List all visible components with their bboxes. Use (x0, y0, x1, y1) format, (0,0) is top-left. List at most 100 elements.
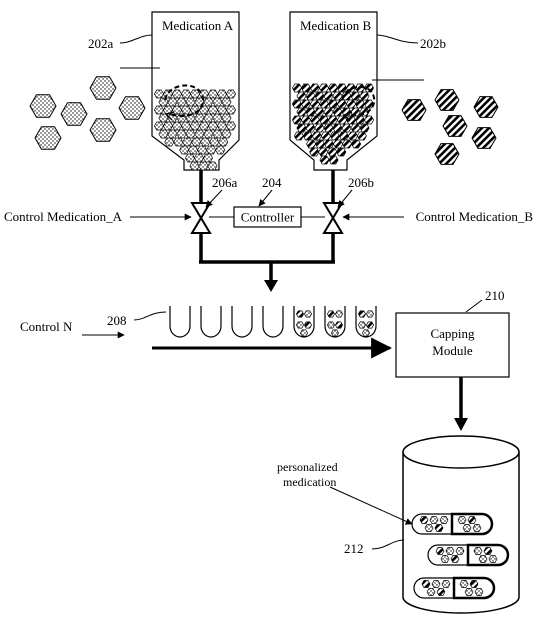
capsule-pill (299, 329, 309, 337)
pill (180, 105, 192, 115)
capping-module-ref: 210 (485, 288, 505, 303)
pill (336, 99, 348, 109)
pill (162, 121, 174, 131)
capsule-pill (330, 329, 340, 337)
hopper-b (289, 11, 378, 171)
pill (153, 89, 165, 99)
control-a-label: Control Medication_A (4, 209, 123, 224)
capsule-pill (295, 321, 305, 329)
pill (153, 105, 165, 115)
pill (314, 107, 325, 117)
pill (318, 147, 329, 157)
pill (216, 89, 228, 99)
pill (171, 105, 183, 115)
pill (158, 129, 169, 139)
personalized-label-2: medication (283, 475, 336, 489)
capsule-pill (439, 516, 449, 524)
pill (320, 131, 331, 141)
pill (327, 147, 338, 157)
valve-a-ref: 206a (212, 175, 238, 190)
pill (332, 123, 343, 133)
pill (347, 131, 358, 141)
capsule-pill (295, 310, 305, 318)
pill (300, 115, 312, 125)
pill (182, 137, 193, 147)
pill (194, 129, 205, 139)
pill (345, 115, 357, 125)
capping-module-label-1: Capping (430, 326, 475, 341)
pill (225, 89, 237, 99)
pill (342, 139, 353, 149)
capsule-pill (334, 321, 344, 329)
pill (350, 91, 361, 101)
pill (216, 121, 228, 131)
hopper-a-leader (119, 34, 153, 44)
pill (206, 145, 217, 155)
pill-a (29, 94, 57, 118)
pill (300, 99, 312, 109)
controller-ref: 204 (262, 175, 282, 190)
pill (323, 91, 334, 101)
pill (318, 99, 330, 109)
capsule-pill (429, 516, 439, 524)
capsule-pill (483, 547, 493, 555)
capsule-pill (361, 329, 371, 337)
capsule-pill (457, 516, 467, 524)
pill (324, 139, 335, 149)
pill (189, 89, 201, 99)
pill (336, 83, 348, 93)
pill (323, 123, 334, 133)
hopper-a-ref: 202a (88, 36, 114, 51)
capsule-line-ref: 208 (107, 313, 127, 328)
pill (198, 121, 210, 131)
capsule-pill (424, 524, 434, 532)
capsule-pill (365, 321, 375, 329)
hopper-a (151, 11, 240, 171)
valve-a (190, 202, 212, 234)
pill (318, 83, 330, 93)
pill (207, 121, 219, 131)
pill (318, 115, 330, 125)
pill (164, 137, 175, 147)
pill (305, 107, 316, 117)
pill (173, 137, 184, 147)
capsule-pill (440, 555, 450, 563)
capsule-pill (303, 310, 313, 318)
pill (212, 113, 223, 123)
capping-output-arrowhead (454, 418, 468, 431)
pill (333, 139, 344, 149)
pill (305, 123, 316, 133)
capsule-pill (326, 321, 336, 329)
pill-b (473, 96, 499, 118)
capsule-pill (326, 310, 336, 318)
pill-a (89, 76, 117, 100)
feed-pipes (199, 170, 335, 292)
pill (350, 123, 361, 133)
pill (202, 153, 214, 163)
capsule-pill (455, 547, 465, 555)
capsule (169, 306, 191, 338)
valve-b-ref: 206b (348, 175, 374, 190)
pill (296, 123, 307, 133)
pill (167, 129, 178, 139)
capsule-pill (436, 588, 446, 596)
pill (341, 123, 352, 133)
hopper-b-label: Medication B (300, 18, 371, 33)
pill (218, 137, 229, 147)
pill (309, 147, 320, 157)
pill (198, 161, 209, 171)
capping-module-ref-leader (465, 299, 483, 313)
pill (153, 121, 165, 131)
pill (306, 139, 317, 149)
pill (356, 131, 367, 141)
capsule-pill (421, 580, 431, 588)
pill (332, 107, 343, 117)
capsule (262, 306, 284, 338)
pill (188, 145, 199, 155)
personalized-capsules (411, 512, 510, 600)
pill-a (89, 118, 117, 142)
capsule-line-leader (133, 311, 167, 321)
pill (212, 97, 223, 107)
capsule-pill (419, 516, 429, 524)
pill (203, 113, 214, 123)
